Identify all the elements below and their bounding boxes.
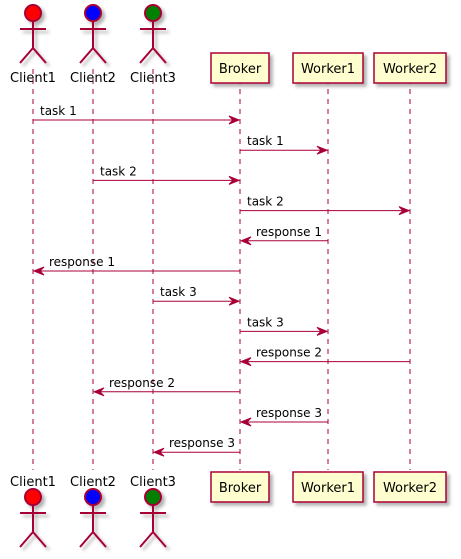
participant-label: Broker [219, 62, 262, 77]
arrowhead-icon [239, 236, 252, 246]
message-label: task 1 [40, 104, 77, 118]
arrowhead-icon [316, 326, 329, 336]
actor-legs [139, 46, 167, 64]
message-label: task 3 [247, 315, 284, 329]
actor-client2-bottom [79, 488, 107, 548]
arrowhead-icon [228, 296, 241, 306]
actor-head [144, 4, 162, 22]
participant-label: Client1 [10, 71, 56, 86]
message-label: response 1 [256, 225, 322, 239]
participant-label: Worker2 [383, 481, 437, 496]
actor-head [24, 4, 42, 22]
actor-client1-top [19, 4, 47, 64]
participant-label: Client3 [130, 71, 176, 86]
actor-client3-bottom [139, 488, 167, 548]
message-label: response 1 [49, 255, 115, 269]
arrowhead-icon [92, 387, 105, 397]
actor-head [84, 4, 102, 22]
message-label: task 3 [160, 285, 197, 299]
arrowhead-icon [316, 145, 329, 155]
participant-box-worker2-top [373, 52, 447, 84]
participant-label: Worker1 [301, 481, 355, 496]
arrowhead-icon [398, 206, 411, 216]
arrowhead-icon [239, 357, 252, 367]
participant-box-worker2-bottom [373, 471, 447, 503]
participant-label: Client3 [130, 475, 176, 490]
message-label: response 2 [109, 376, 175, 390]
arrowhead-icon [239, 417, 252, 427]
participant-box-broker-top [210, 52, 270, 84]
participant-label: Client1 [10, 475, 56, 490]
participant-box-worker1-top [292, 52, 364, 84]
actor-client2-top [79, 4, 107, 64]
actor-legs [139, 530, 167, 548]
actor-legs [79, 530, 107, 548]
message-label: response 3 [256, 406, 322, 420]
message-label: task 1 [247, 134, 284, 148]
participant-label: Worker1 [301, 62, 355, 77]
message-label: task 2 [100, 164, 137, 178]
actor-head [144, 488, 162, 506]
participant-label: Client2 [70, 71, 116, 86]
participant-label: Client2 [70, 475, 116, 490]
actor-legs [19, 530, 47, 548]
participant-box-broker-bottom [210, 471, 270, 503]
actor-head [24, 488, 42, 506]
participant-box-worker1-bottom [292, 471, 364, 503]
arrowhead-icon [228, 115, 241, 125]
actor-client1-bottom [19, 488, 47, 548]
participant-label: Worker2 [383, 62, 437, 77]
arrowhead-icon [32, 266, 45, 276]
participant-label: Broker [219, 481, 262, 496]
actor-legs [79, 46, 107, 64]
message-label: response 3 [169, 436, 235, 450]
message-label: task 2 [247, 195, 284, 209]
message-label: response 2 [256, 346, 322, 360]
actor-client3-top [139, 4, 167, 64]
arrowhead-icon [152, 447, 165, 457]
actor-legs [19, 46, 47, 64]
actor-head [84, 488, 102, 506]
arrowhead-icon [228, 175, 241, 185]
